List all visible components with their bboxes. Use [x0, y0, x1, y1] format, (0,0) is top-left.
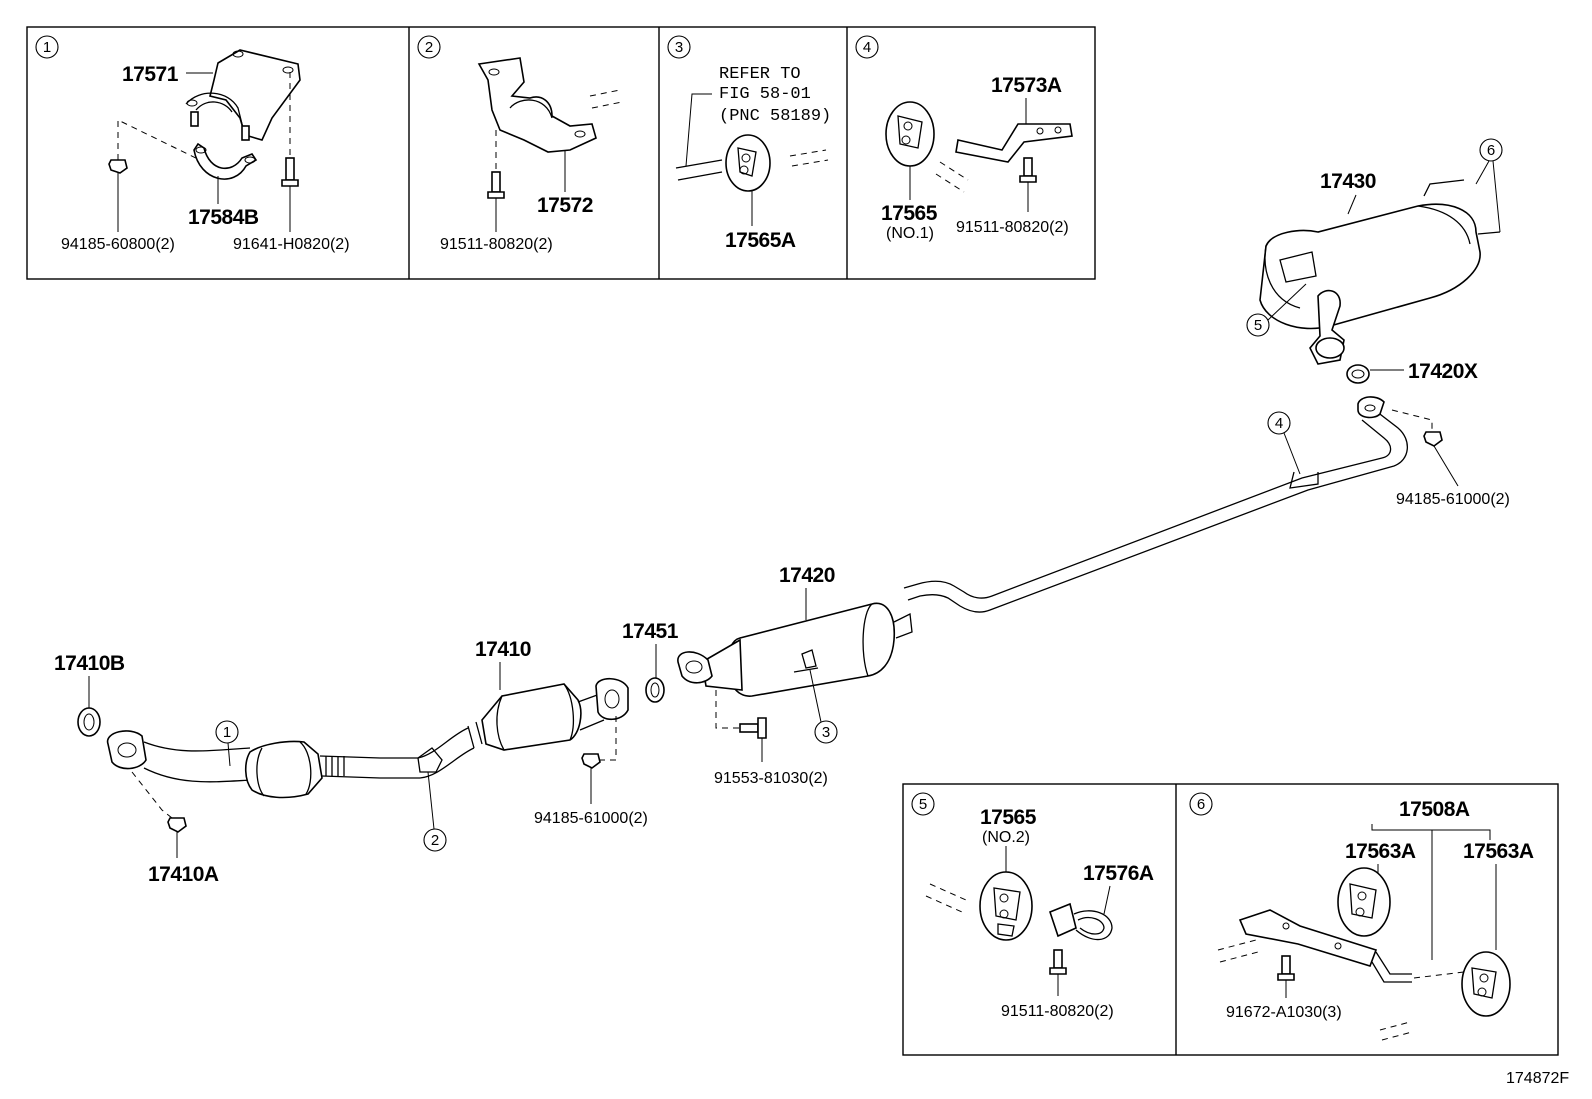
callout-circle-2 — [417, 35, 441, 59]
callout-number: 3 — [822, 724, 830, 741]
callout-circle-4 — [1267, 411, 1291, 435]
detail-box-3: 3 REFER TO FIG 58-01 (PNC 58189) 17565A — [667, 35, 831, 252]
callout-circle-3 — [814, 720, 838, 744]
part-number-91672-A1030: 91672-A1030(3) — [1226, 1004, 1342, 1021]
callout-circle-4 — [855, 35, 879, 59]
part-number-17565A: 17565A — [725, 229, 796, 252]
bolt-91553-81030-drawing — [739, 717, 767, 739]
part-number-17420: 17420 — [779, 564, 835, 587]
part-number-17571: 17571 — [122, 63, 179, 86]
bolt-91511-80820-drawing — [1049, 949, 1067, 996]
figure-code: 174872F — [1506, 1070, 1569, 1087]
part-number-17410B: 17410B — [54, 652, 125, 675]
part-number-17565: 17565 — [980, 806, 1037, 829]
part-number-94185-61000-rear: 94185-61000(2) — [1396, 491, 1510, 508]
nut-94185-61000-rear-drawing — [1423, 431, 1443, 447]
part-number-91511-80820: 91511-80820(2) — [1001, 1003, 1114, 1020]
part-number-17565: 17565 — [881, 202, 938, 225]
part-number-17508A: 17508A — [1399, 798, 1470, 821]
callout-number: 4 — [863, 39, 871, 56]
callout-number: 1 — [223, 724, 231, 741]
bolt-91511-80820-drawing — [1019, 157, 1037, 212]
part-number-17576A: 17576A — [1083, 862, 1154, 885]
callout-circle-3 — [667, 35, 691, 59]
detail-box-5: 5 17565 (NO.2) 17576A 91511-80820(2) — [911, 792, 1154, 1020]
nut-94185-61000-mid-drawing — [581, 753, 601, 769]
detail-box-row-top — [26, 26, 1096, 280]
part-number-17410: 17410 — [475, 638, 531, 661]
part-number-17430: 17430 — [1320, 170, 1376, 193]
bolt-91641-H0820-drawing — [281, 157, 299, 232]
detail-box-row-bottom — [902, 783, 1559, 1056]
callout-number: 2 — [425, 39, 433, 56]
nut-17410A-drawing — [167, 817, 187, 833]
front-pipe-17410-drawing — [107, 677, 629, 799]
reference-text-line-2: FIG 58-01 — [719, 85, 811, 104]
detail-box-4: 4 17573A 17565 (NO.1) 91511-80820(2) — [855, 35, 1073, 242]
part-number-17451: 17451 — [622, 620, 679, 643]
detail-box-1: 1 17571 17584B — [35, 35, 350, 253]
part-number-17584B: 17584B — [188, 206, 259, 229]
part-number-17573A: 17573A — [991, 74, 1062, 97]
rubber-hanger-17565-no1-drawing — [885, 101, 935, 167]
callout-circle-6 — [1189, 792, 1213, 816]
bracket-17571-drawing — [185, 49, 301, 141]
center-pipe-17420-drawing — [677, 396, 1408, 697]
pipe-stub-dashed — [589, 89, 623, 109]
part-number-17410A: 17410A — [148, 863, 219, 886]
part-number-17420X: 17420X — [1408, 360, 1478, 383]
callout-circle-5 — [911, 792, 935, 816]
reference-text-line-1: REFER TO — [719, 65, 801, 84]
bolt-91672-A1030-drawing — [1277, 955, 1295, 998]
callout-number: 4 — [1275, 415, 1283, 432]
bracket-17508A-drawing — [1238, 909, 1412, 983]
part-number-91553-81030: 91553-81030(2) — [714, 770, 828, 787]
detail-box-2: 2 17572 91511-80820(2) — [417, 35, 623, 253]
pipe-stub-dashed — [925, 883, 967, 913]
part-number-17572: 17572 — [537, 194, 593, 217]
part-number-91511-80820: 91511-80820(2) — [440, 236, 553, 253]
part-number-17563A-right: 17563A — [1463, 840, 1534, 863]
nut-94185-60800-drawing — [108, 159, 128, 232]
callout-number: 6 — [1197, 796, 1205, 813]
clamp-17584B-drawing — [193, 142, 258, 180]
pipe-stub-dashed — [935, 161, 969, 193]
callout-circle-1 — [35, 35, 59, 59]
callout-number: 1 — [43, 39, 51, 56]
callout-number: 2 — [431, 832, 439, 849]
rubber-hanger-17563A-left-drawing — [1337, 867, 1391, 937]
part-number-91511-80820: 91511-80820(2) — [956, 219, 1069, 236]
muffler-17430-drawing — [1259, 179, 1501, 365]
bolt-small-drawing — [190, 111, 250, 141]
callout-number: 6 — [1487, 142, 1495, 159]
pipe-stub — [675, 149, 829, 181]
bracket-17573A-drawing — [955, 123, 1073, 163]
part-number-94185-61000-mid: 94185-61000(2) — [534, 810, 648, 827]
callout-circle-2 — [423, 828, 447, 852]
part-number-94185-60800: 94185-60800(2) — [61, 236, 175, 253]
part-label-no2: (NO.2) — [982, 829, 1030, 846]
bracket-17576A-drawing — [1049, 902, 1113, 941]
part-number-91641-H0820: 91641-H0820(2) — [233, 236, 350, 253]
gasket-17420X-drawing — [1346, 364, 1370, 384]
callout-number: 5 — [1254, 317, 1262, 334]
callout-number: 3 — [675, 39, 683, 56]
part-number-17563A-left: 17563A — [1345, 840, 1416, 863]
part-label-no1: (NO.1) — [886, 225, 934, 242]
gasket-17410B-drawing — [77, 707, 101, 737]
reference-text-line-3: (PNC 58189) — [719, 107, 831, 126]
gasket-17451-drawing — [645, 677, 665, 703]
bolt-91511-80820-drawing — [487, 171, 505, 232]
bracket-17572-drawing — [477, 57, 597, 153]
rubber-hanger-17565-no2-drawing — [979, 871, 1033, 941]
rubber-hanger-17563A-right-drawing — [1461, 951, 1511, 1017]
callout-circle-1 — [215, 720, 239, 744]
detail-box-6: 6 17508A 17563A 17563A — [1189, 792, 1534, 1041]
callout-circle-6 — [1479, 138, 1503, 162]
pipe-stub-dashed — [1217, 939, 1465, 1041]
callout-number: 5 — [919, 796, 927, 813]
rubber-hanger-17565A-drawing — [725, 134, 771, 192]
callout-circle-5 — [1246, 313, 1270, 337]
